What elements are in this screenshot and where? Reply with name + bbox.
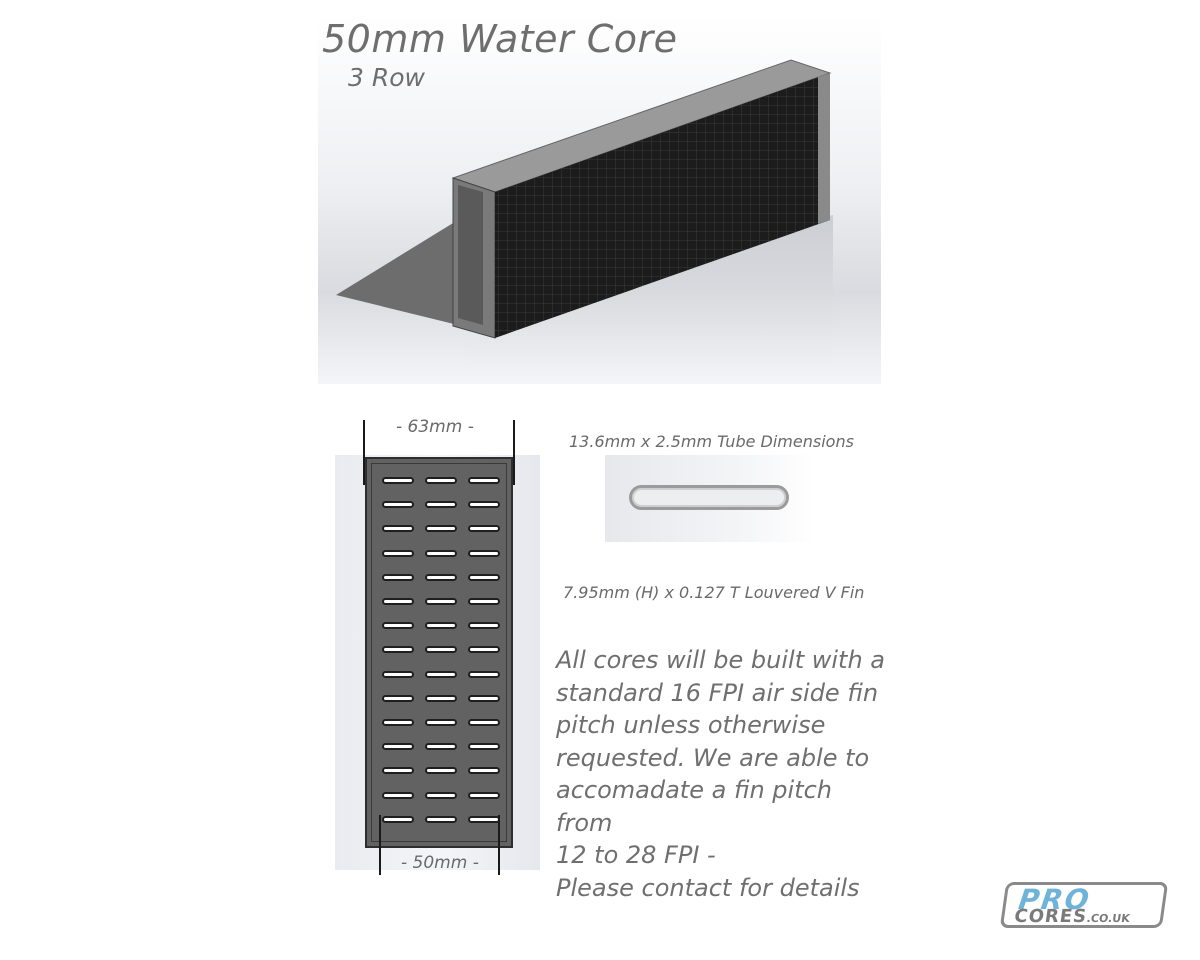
tube-slot	[468, 622, 500, 630]
tube-cross-section-panel	[605, 455, 816, 542]
logo-domain-suffix: .CO.UK	[1085, 912, 1131, 925]
tube-slot	[425, 622, 457, 630]
endplate-border	[371, 463, 507, 842]
tube-slot	[382, 525, 414, 533]
dimension-line-50-right	[498, 815, 500, 875]
tube-slot	[382, 598, 414, 605]
tube-slot	[468, 815, 500, 823]
dimension-line-63-left	[363, 420, 365, 485]
core-3d-illustration	[336, 59, 833, 384]
dimension-line-50-left	[379, 815, 381, 875]
logo-cores-text: CORES.CO.UK	[1013, 906, 1132, 927]
description-line: All cores will be built with a	[556, 646, 885, 674]
logo-cores-word: CORES	[1012, 906, 1089, 927]
tube-slot	[468, 525, 500, 533]
tube-slot	[382, 622, 414, 630]
tube-slot	[468, 719, 500, 726]
tube-slot	[468, 646, 500, 654]
tube-slot	[425, 477, 457, 484]
description-line: pitch unless otherwise	[556, 711, 826, 739]
tube-slot	[468, 598, 500, 605]
tube-slot	[425, 646, 457, 654]
description-line: requested. We are able to	[556, 743, 870, 772]
tube-slot	[468, 477, 500, 484]
tube-slot	[468, 573, 500, 581]
tube-slot	[425, 719, 457, 726]
tube-slot	[382, 791, 414, 799]
tube-dimensions-caption: 13.6mm x 2.5mm Tube Dimensions	[569, 432, 854, 451]
tube-slot	[382, 573, 414, 581]
dimension-label-63mm: - 63mm -	[396, 417, 474, 437]
render-title: 50mm Water Core	[322, 17, 678, 61]
tube-slot	[468, 791, 500, 799]
tube-slot	[382, 767, 414, 775]
tube-slot	[425, 767, 457, 775]
dimension-label-50mm: - 50mm -	[401, 853, 479, 873]
tube-slot	[425, 525, 457, 533]
tube-slot	[425, 791, 457, 799]
tube-slot	[468, 501, 500, 509]
tube-slot	[382, 815, 414, 823]
tube-slot	[468, 670, 500, 678]
tube-slot	[425, 815, 457, 823]
tube-slot	[382, 743, 414, 751]
description-line: accomadate a fin pitch from	[556, 776, 833, 837]
description-line: Please contact for details	[556, 873, 860, 902]
render-subtitle: 3 Row	[348, 63, 425, 92]
tube-slot	[382, 670, 414, 678]
fin-caption: 7.95mm (H) x 0.127 T Louvered V Fin	[563, 583, 865, 602]
fin-pitch-description: All cores will be built with a standard …	[556, 644, 896, 904]
core-render-panel: 50mm Water Core 3 Row	[318, 15, 881, 384]
procores-logo: PRO CORES.CO.UK	[999, 882, 1169, 928]
endplate-diagram	[365, 457, 513, 848]
description-line: standard 16 FPI air side fin	[556, 678, 879, 707]
tube-slot	[425, 501, 457, 509]
tube-slot	[468, 549, 500, 557]
dimension-line-63-right	[513, 420, 515, 485]
tube-profile-icon	[629, 485, 789, 510]
tube-slot	[468, 767, 500, 775]
tube-slot	[425, 743, 457, 751]
tube-slot	[425, 694, 457, 702]
tube-slot	[468, 743, 500, 751]
tube-slot	[425, 598, 457, 605]
description-line: 12 to 28 FPI -	[556, 841, 716, 869]
tube-slot	[468, 694, 500, 702]
tube-slot	[382, 501, 414, 509]
tube-slot	[382, 477, 414, 484]
tube-slot	[382, 694, 414, 702]
tube-slot	[382, 646, 414, 654]
tube-slot	[382, 719, 414, 726]
tube-slot	[382, 549, 414, 557]
tube-slot	[425, 670, 457, 678]
tube-slot	[425, 573, 457, 581]
tube-slot	[425, 549, 457, 557]
